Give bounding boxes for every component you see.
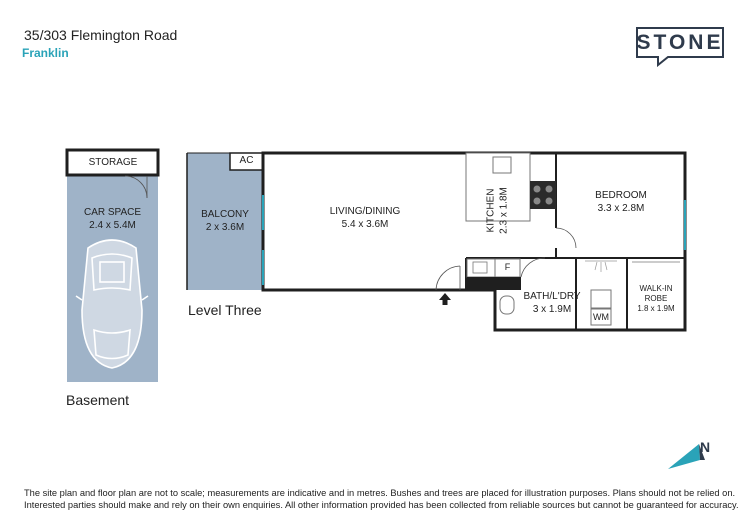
basin-icon [590,289,612,309]
toilet-icon [499,295,515,315]
kitchen-size: 2.3 x 1.8M [498,187,509,234]
logo-text: STONE [636,31,724,54]
kitchen-name: KITCHEN [485,188,497,233]
storage-room [65,148,160,177]
basement-label: Basement [66,392,130,408]
disclaimer: The site plan and floor plan are not to … [24,488,744,511]
bedroom-size: 3.3 x 2.8M [597,202,645,214]
bedroom-name: BEDROOM [595,190,647,201]
ac-label: AC [239,155,254,166]
property-suburb: Franklin [22,46,69,60]
car-icon [75,239,149,369]
north-arrow-icon [668,444,705,469]
living-dining-label: LIVING/DINING 5.4 x 3.6M [310,206,420,231]
walk-in-robe-label: WALK-IN ROBE 1.8 x 1.9M [628,284,684,314]
balcony-label: BALCONY 2 x 3.6M [190,209,260,234]
shower-icon [585,260,617,272]
car-space-label: CAR SPACE 2.4 x 5.4M [70,207,155,232]
bath-laundry-label: BATH/L'DRY 3 x 1.9M [519,291,585,316]
stone-logo: STONE [634,27,726,68]
kitchen-label: KITCHEN 2.3 x 1.8M [486,179,511,243]
storage-label: STORAGE [88,157,138,168]
bedroom-label: BEDROOM 3.3 x 2.8M [580,190,662,215]
walk-in-robe-name-1: WALK-IN [639,284,673,293]
fridge-label: F [504,262,511,272]
washing-machine-label: WM [593,312,609,322]
car-space-size: 2.4 x 5.4M [89,219,136,231]
car-space-name: CAR SPACE [83,207,142,218]
apartment-walls [261,151,687,332]
entry-arrow-icon [439,293,451,305]
living-dining-name: LIVING/DINING [329,206,401,217]
level-three-label: Level Three [188,302,262,318]
walk-in-robe-size: 1.8 x 1.9M [637,304,675,313]
sink-icon [492,156,512,174]
balcony-size: 2 x 3.6M [205,221,245,233]
balcony-area [187,153,263,290]
walk-in-robe-name-2: ROBE [644,294,668,303]
living-dining-size: 5.4 x 3.6M [341,218,389,230]
property-address: 35/303 Flemington Road [24,27,178,43]
disclaimer-line-2: Interested parties should make and rely … [24,499,739,510]
balcony-name: BALCONY [201,209,249,220]
washing-machine-box [590,308,612,326]
cooktop-icon [530,181,556,209]
bath-laundry-name: BATH/L'DRY [523,291,581,302]
bath-laundry-size: 3 x 1.9M [532,303,572,315]
north-label: N [700,439,711,455]
logo-frame-icon [636,27,724,68]
disclaimer-line-1: The site plan and floor plan are not to … [24,488,736,498]
